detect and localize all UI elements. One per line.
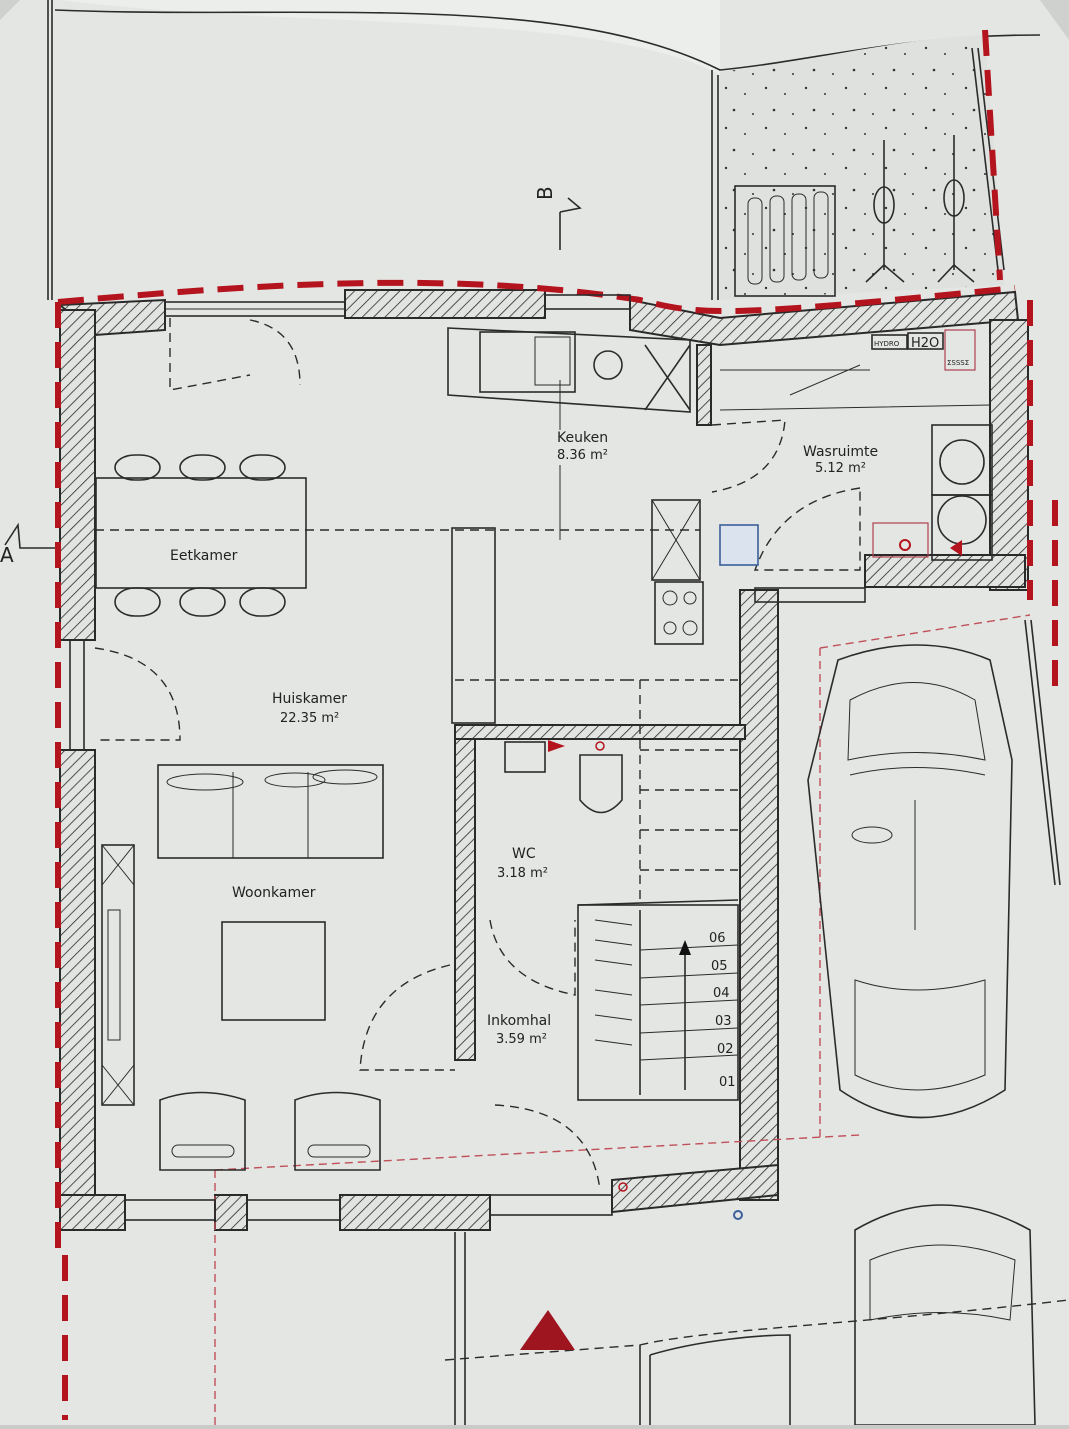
kitchen-counter [447, 327, 704, 724]
svg-text:06: 06 [709, 931, 726, 946]
svg-text:5.12 m²: 5.12 m² [815, 461, 866, 476]
svg-text:Keuken: Keuken [557, 430, 608, 446]
svg-text:3.18 m²: 3.18 m² [497, 866, 548, 881]
room-label-woonkamer: Woonkamer [232, 885, 316, 901]
svg-text:22.35 m²: 22.35 m² [280, 711, 339, 726]
svg-text:3.59 m²: 3.59 m² [496, 1032, 547, 1047]
svg-text:Huiskamer: Huiskamer [272, 691, 347, 707]
washer-icon [931, 494, 993, 561]
entrance-area [444, 1182, 1069, 1425]
sofa [157, 764, 384, 859]
sink-icon [479, 331, 576, 393]
room-label-wasruimte: Wasruimte 5.12 m² [803, 444, 878, 476]
svg-text:ΣSSSΣ: ΣSSSΣ [947, 359, 969, 367]
bicycle-icon [937, 135, 975, 283]
wc-fixtures [504, 740, 623, 814]
svg-text:WC: WC [512, 846, 536, 862]
svg-text:Eetkamer: Eetkamer [170, 548, 238, 564]
dining-table [95, 454, 307, 617]
armchairs [159, 1091, 381, 1171]
svg-text:A: A [0, 543, 14, 567]
kitchen-island [451, 527, 496, 724]
room-label-inkomhal: Inkomhal 3.59 m² [487, 1013, 551, 1047]
coffee-table [221, 921, 326, 1021]
plate-icon [593, 350, 623, 380]
svg-text:05: 05 [711, 959, 728, 974]
parked-car-2 [854, 1204, 1036, 1426]
waste-bin [734, 185, 836, 297]
svg-text:Woonkamer: Woonkamer [232, 885, 316, 901]
svg-text:01: 01 [719, 1075, 736, 1090]
svg-text:Wasruimte: Wasruimte [803, 444, 878, 460]
parking-posts [1024, 619, 1061, 886]
toilet-icon [579, 754, 623, 814]
tv-cabinet [101, 844, 135, 1106]
svg-text:8.36 m²: 8.36 m² [557, 448, 608, 463]
entrance-triangle-icon [520, 1310, 575, 1350]
svg-text:04: 04 [713, 986, 730, 1001]
section-marker-a: A [0, 522, 60, 567]
svg-text:03: 03 [715, 1014, 732, 1029]
room-label-huiskamer: Huiskamer 22.35 m² [272, 691, 347, 726]
bicycle-icon [865, 140, 905, 283]
room-label-eetkamer: Eetkamer [170, 548, 238, 564]
water-meter-icon [719, 524, 759, 566]
interior-guides [95, 380, 700, 540]
laundry-equipment: HYDRO H2O ΣSSSΣ [719, 329, 993, 566]
svg-text:HYDRO: HYDRO [874, 340, 900, 348]
bike-storage [720, 35, 1005, 300]
stove-icon [654, 581, 704, 645]
svg-text:Inkomhal: Inkomhal [487, 1013, 551, 1029]
doors [94, 318, 861, 1191]
room-label-wc: WC 3.18 m² [497, 846, 548, 881]
windows [69, 294, 866, 1221]
svg-text:B: B [533, 186, 557, 200]
staircase: 06 05 04 03 02 01 [455, 679, 739, 1101]
wash-basin-icon [504, 741, 546, 773]
svg-text:H2O: H2O [911, 336, 939, 351]
svg-text:02: 02 [717, 1042, 734, 1057]
parked-car [807, 644, 1013, 1119]
property-boundary [55, 29, 1058, 1425]
section-marker-b: B [533, 186, 582, 250]
room-label-keuken: Keuken 8.36 m² [557, 430, 608, 463]
